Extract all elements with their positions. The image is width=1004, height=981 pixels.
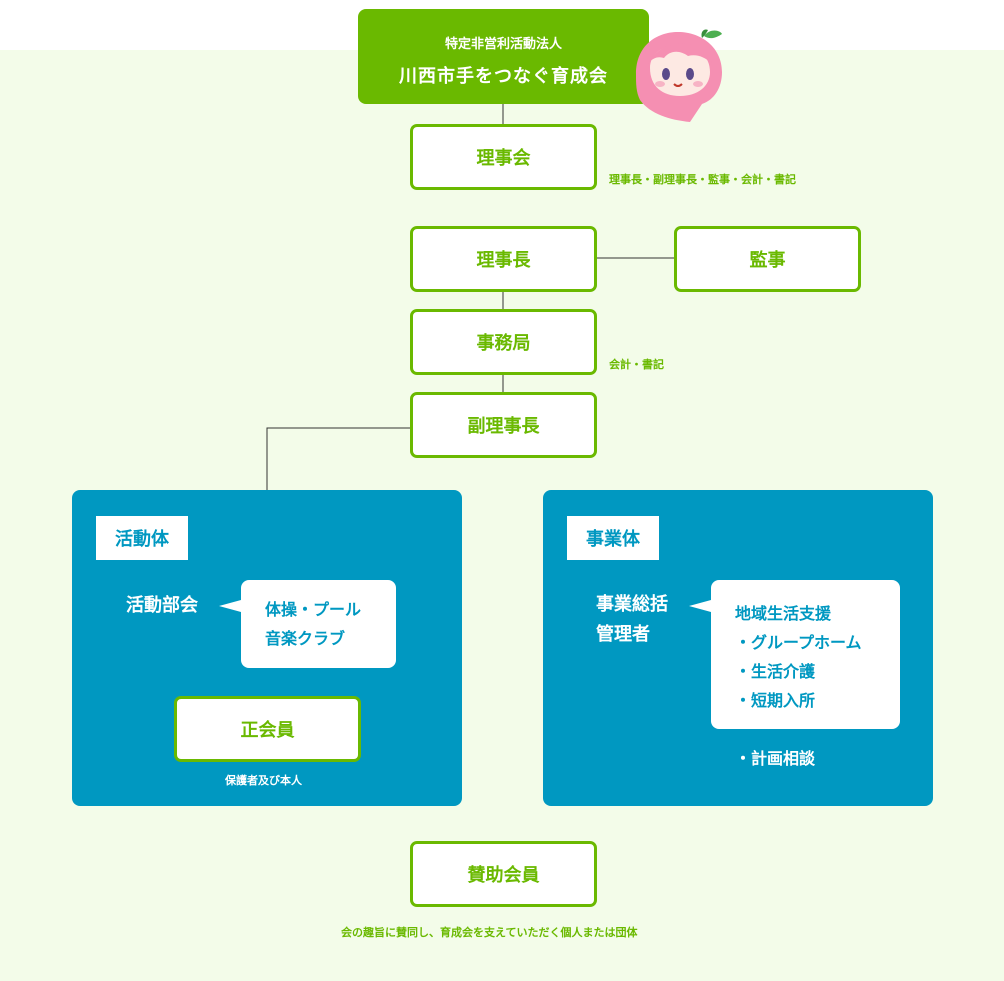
support-item: ・グループホーム bbox=[735, 633, 862, 652]
chairman-label: 理事長 bbox=[476, 250, 531, 271]
support-item: 地域生活支援 bbox=[735, 604, 832, 623]
mascot-icon bbox=[636, 29, 722, 122]
regular-member-label: 正会員 bbox=[240, 720, 295, 741]
secretariat-note: 会計・書記 bbox=[609, 358, 664, 371]
regular-member-note: 保護者及び本人 bbox=[225, 774, 302, 787]
org-subtitle: 特定非営利活動法人 bbox=[444, 37, 562, 52]
support-item: ・生活介護 bbox=[735, 662, 816, 681]
supporting-member-note: 会の趣旨に賛同し、育成会を支えていただく個人または団体 bbox=[341, 926, 638, 939]
activity-item: 音楽クラブ bbox=[265, 629, 346, 648]
business-manager-line: 管理者 bbox=[596, 624, 650, 645]
board-label: 理事会 bbox=[476, 148, 531, 169]
auditor-box: 監事 bbox=[674, 226, 861, 292]
secretariat-box: 事務局 bbox=[410, 309, 597, 375]
support-item: ・短期入所 bbox=[735, 691, 816, 710]
org-header: 特定非営利活動法人 川西市手をつなぐ育成会 bbox=[358, 9, 649, 104]
business-manager-label: 事業総括 管理者 bbox=[596, 590, 668, 650]
vice-chairman-box: 副理事長 bbox=[410, 392, 597, 458]
supporting-member-box: 賛助会員 bbox=[410, 841, 597, 907]
business-panel-label: 事業体 bbox=[567, 516, 659, 560]
activity-panel-label: 活動体 bbox=[96, 516, 188, 560]
org-title: 川西市手をつなぐ育成会 bbox=[399, 66, 608, 87]
auditor-label: 監事 bbox=[749, 250, 786, 271]
planning-consult-item: ・計画相談 bbox=[735, 749, 816, 768]
supporting-member-label: 賛助会員 bbox=[467, 865, 540, 886]
activity-item: 体操・プール bbox=[265, 600, 362, 619]
business-support-bubble: 地域生活支援 ・グループホーム ・生活介護 ・短期入所 bbox=[689, 580, 900, 729]
board-box: 理事会 bbox=[410, 124, 597, 190]
connector-vice-activity bbox=[266, 427, 410, 490]
secretariat-label: 事務局 bbox=[476, 333, 531, 354]
activity-committee-bubble: 体操・プール 音楽クラブ bbox=[219, 580, 396, 668]
vice-chairman-label: 副理事長 bbox=[467, 416, 540, 437]
business-manager-line: 事業総括 bbox=[596, 594, 668, 615]
regular-member-box: 正会員 bbox=[174, 696, 361, 762]
board-note: 理事長・副理事長・監事・会計・書記 bbox=[609, 173, 796, 186]
activity-committee-label: 活動部会 bbox=[126, 595, 198, 616]
chairman-box: 理事長 bbox=[410, 226, 597, 292]
